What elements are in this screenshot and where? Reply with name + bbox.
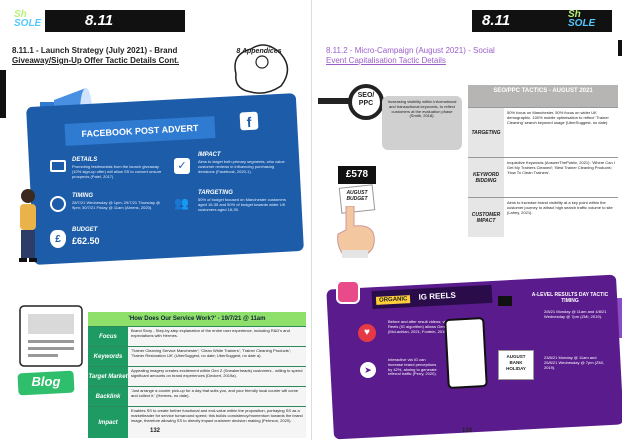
budget-caption: AUGUST BUDGET (346, 190, 368, 202)
title-line1: 8.11.1 - Launch Strategy (July 2021) - B… (12, 46, 178, 55)
brand-logo: Sh SOLE (568, 9, 596, 29)
brand-logo: Sh SOLE (14, 9, 42, 29)
ig-text1: Before and after result videos; visibili… (388, 319, 476, 334)
row-value: 'Just arrange a courier pick-up for a da… (128, 387, 306, 406)
title-line2: Giveaway/Sign-Up Offer Tactic Details Co… (12, 56, 179, 65)
timing1: 2/8/21 Monday @ 11am and 4/8/21 Wednesda… (544, 309, 607, 319)
blog-illustration-icon (19, 305, 83, 367)
ig-title: IG REELS (418, 290, 457, 302)
row-key: Target Market (88, 367, 128, 386)
seo-bubble (382, 96, 462, 150)
ig-reels-app-icon (336, 280, 360, 304)
side-bar (618, 40, 622, 56)
clock-icon (50, 196, 66, 212)
right-page: 8.11 Sh SOLE 8.11.2 - Micro-Campaign (Au… (311, 0, 622, 440)
details-body: Promoting testimonials from the launch g… (72, 164, 162, 179)
row-key: Impact (88, 407, 128, 438)
seo-badge: SEO/ PPC (357, 92, 375, 107)
row-key: KEYWORD BIDDING (468, 158, 504, 197)
row-value: Enables SS to create further functional … (128, 407, 306, 438)
monitor-icon (50, 160, 66, 172)
holiday-note (498, 350, 534, 380)
page-number: 133 (462, 428, 473, 434)
timing2: 23/8/21 Monday @ 11am and 25/8/21 Wednes… (544, 355, 605, 370)
seo-table-head: SEO/PPC TACTICS - AUGUST 2021 (468, 85, 618, 107)
cursor-icon: ➤ (360, 362, 376, 378)
budget-amount-box: £578 (338, 166, 376, 184)
blog-table: 'How Does Our Service Work?' - 19/7/21 @… (88, 312, 306, 438)
blog-label: Blog (31, 374, 61, 389)
table-row: Focus Brand Story - Step-by-step explana… (88, 326, 306, 346)
row-value: 'Trainer Cleaning Service Manchester'; '… (128, 347, 306, 366)
purple-side-bar (617, 298, 622, 338)
logo-line2: SOLE (14, 18, 42, 29)
title-line1: 8.11.2 - Micro-Campaign (August 2021) - … (326, 46, 495, 55)
title-line2: Event Capitalisation Tactic Details (326, 56, 446, 65)
row-key: Keywords (88, 347, 128, 366)
table-row: CUSTOMER IMPACT Aims to increase brand v… (468, 197, 618, 237)
table-row: Backlink 'Just arrange a courier pick-up… (88, 386, 306, 406)
table-row: Impact Enables SS to create further func… (88, 406, 306, 438)
left-page: Sh SOLE 8.11 8.11.1 - Launch Strategy (J… (0, 9, 306, 438)
hand-icon (337, 206, 375, 258)
targeting-body: 50% of budget focused on Manchester cust… (198, 197, 287, 212)
timing-heading: A-LEVEL RESULTS DAY TACTIC TIMING (531, 292, 609, 304)
facebook-icon: f (239, 111, 259, 131)
people-icon: 👥 (174, 196, 189, 210)
table-row: Keywords 'Trainer Cleaning Service Manch… (88, 346, 306, 366)
thumbs-up-icon: ✓ (174, 158, 190, 174)
appendices-sticker-icon (234, 44, 289, 94)
budget-value: £62.50 (72, 236, 100, 246)
timing-body: 28/7/21 Wednesday @ 1pm; 29/7/21 Thursda… (72, 200, 161, 210)
seo-tactics-table: SEO/PPC TACTICS - AUGUST 2021 TARGETING … (468, 85, 618, 237)
row-value: Appealing imagery creates excitement wit… (128, 367, 306, 386)
table-row: KEYWORD BIDDING Inquisitive Keywords (An… (468, 157, 618, 197)
row-value: Inquisitive Keywords (AnswerThePublic, 2… (504, 158, 618, 197)
phone-mockup (444, 317, 488, 389)
row-key: Focus (88, 327, 128, 346)
impact-body: Aims to target both primary segments, wh… (198, 159, 285, 174)
graduation-cap-icon (498, 296, 512, 306)
section-label: 8.11 (45, 10, 185, 32)
logo-line1: Sh (14, 9, 27, 20)
budget-heading: BUDGET (72, 227, 98, 233)
details-heading: DETAILS (72, 157, 98, 163)
table-row: Target Market Appealing imagery creates … (88, 366, 306, 386)
organic-tag: ORGANIC (375, 295, 411, 305)
page-number: 132 (150, 428, 161, 434)
blog-table-head: 'How Does Our Service Work?' - 19/7/21 @… (88, 312, 306, 326)
row-key: TARGETING (468, 108, 504, 157)
row-value: Brand Story - Step-by-step explanation o… (128, 327, 306, 346)
heart-icon: ♥ (358, 324, 376, 342)
seo-bubble-text: Increasing visibility within information… (387, 99, 457, 119)
impact-heading: IMPACT (198, 152, 221, 158)
person-illustration-icon (19, 189, 37, 262)
logo-line2: SOLE (568, 18, 596, 29)
logo-line1: Sh (568, 9, 581, 20)
section-label: 8.11 (472, 10, 612, 32)
side-bar (0, 70, 6, 118)
ig-text2: Interactive via IG can increase brand pe… (388, 357, 437, 377)
appendices-label: 8 Appendices (236, 48, 282, 55)
row-key: CUSTOMER IMPACT (468, 198, 504, 237)
money-bag-icon: £ (50, 230, 66, 248)
row-value: 50% focus on Manchester, 50% focus on wi… (504, 108, 618, 157)
page-title: 8.11.1 - Launch Strategy (July 2021) - B… (12, 46, 222, 66)
holiday-label: AUGUST BANK HOLIDAY (506, 354, 526, 371)
targeting-heading: TARGETING (198, 190, 233, 196)
row-key: Backlink (88, 387, 128, 406)
table-row: TARGETING 50% focus on Manchester, 50% f… (468, 107, 618, 157)
row-value: Aims to increase brand visibility at a k… (504, 198, 618, 237)
timing-heading: TIMING (72, 193, 93, 199)
page-title: 8.11.2 - Micro-Campaign (August 2021) - … (326, 46, 526, 66)
